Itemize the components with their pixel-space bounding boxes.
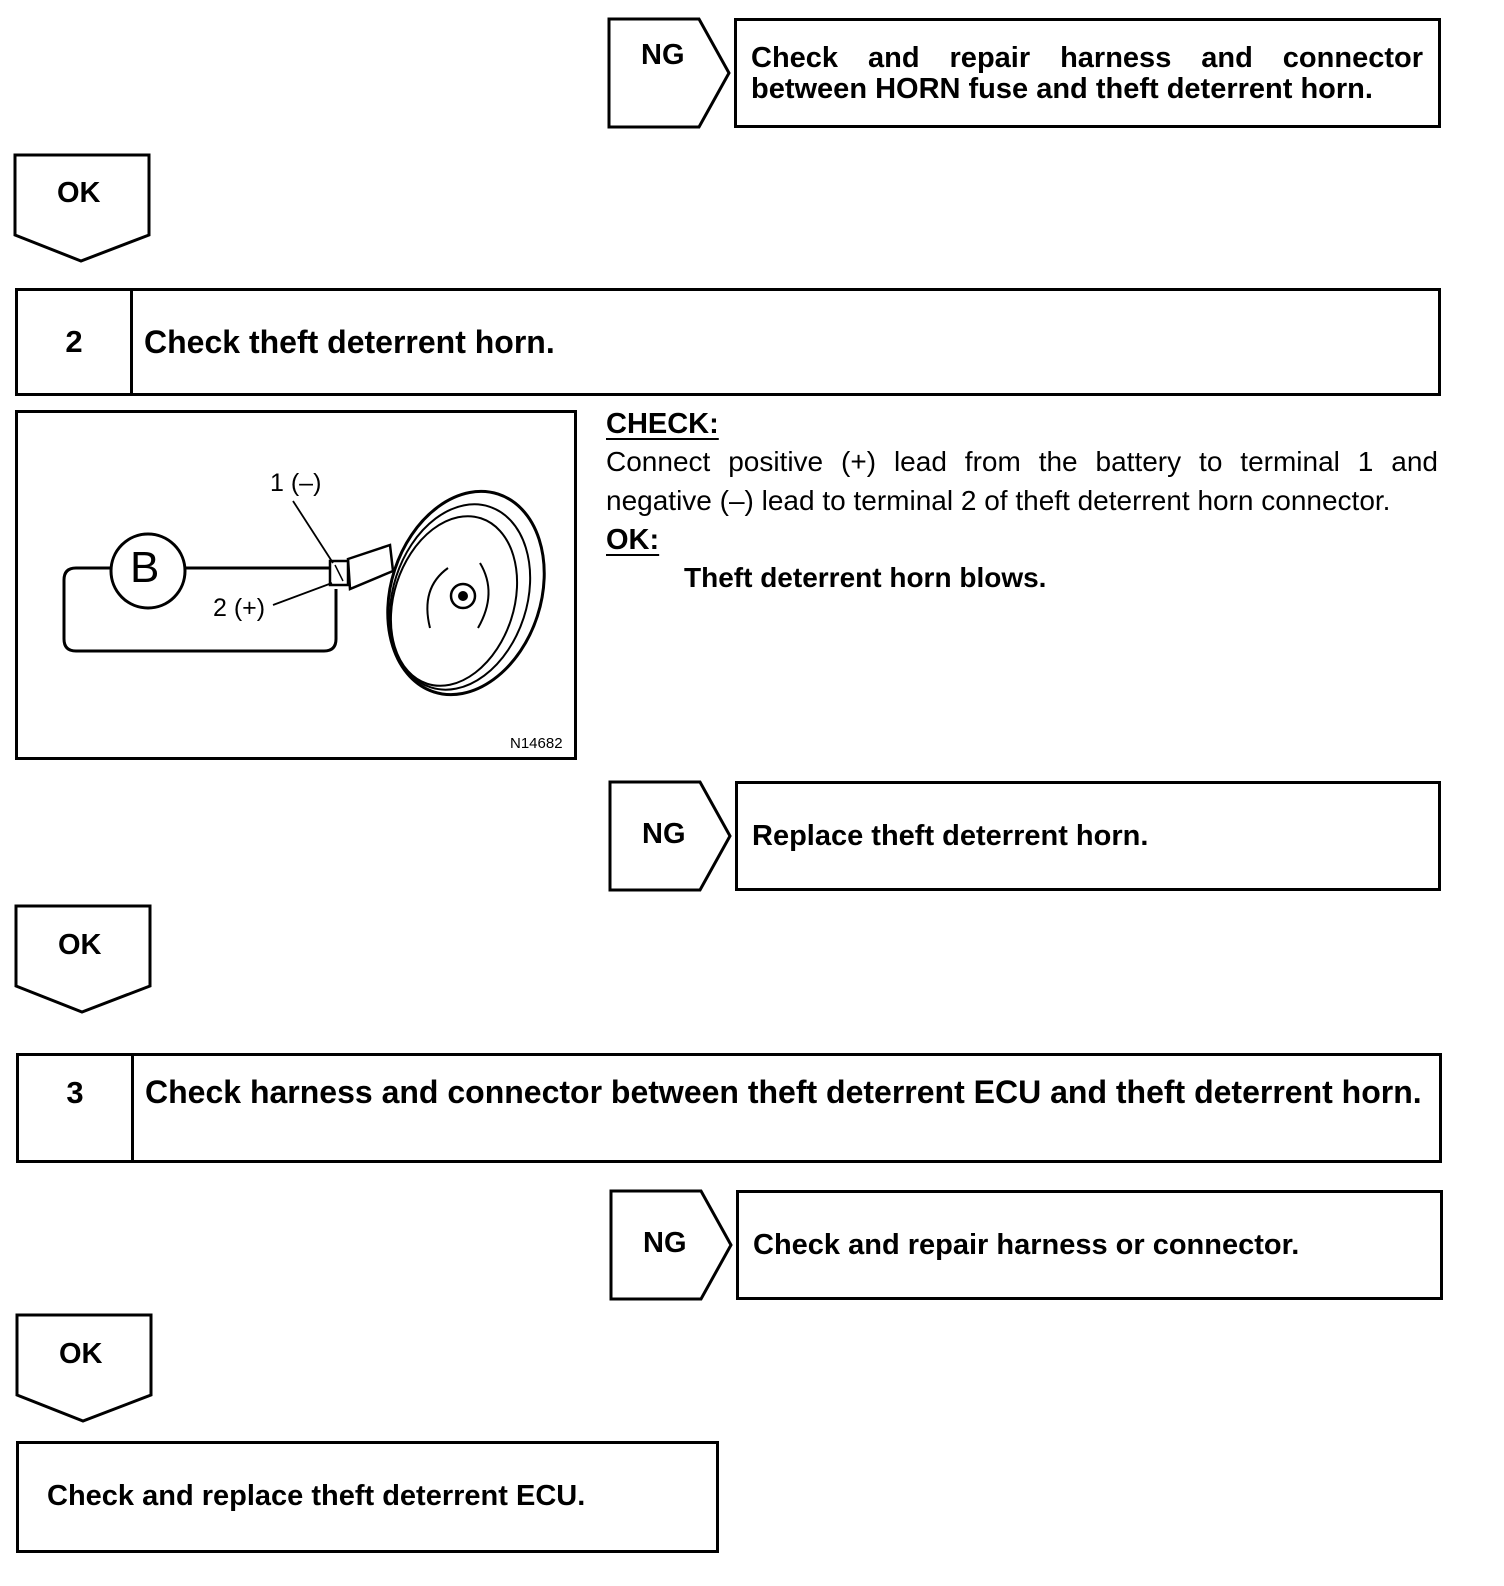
- ok-label: OK: [59, 1338, 103, 1370]
- step-3-header: 3 Check harness and connector between th…: [16, 1053, 1442, 1163]
- terminal-2-label: 2 (+): [213, 594, 266, 622]
- check-section: CHECK: Connect positive (+) lead from th…: [606, 406, 1446, 594]
- ok-label: OK: [57, 177, 101, 209]
- check-text: Connect positive (+) lead from the batte…: [606, 446, 1438, 516]
- ng-arrow-1: NG: [607, 17, 733, 129]
- ng-arrow-3: NG: [609, 1189, 735, 1301]
- ng2-action-text: Replace theft deterrent horn.: [752, 820, 1149, 852]
- terminal-1-label: 1 (–): [270, 469, 322, 497]
- ok-arrow-3: OK: [15, 1313, 155, 1425]
- horn-diagram: [62, 489, 546, 697]
- check-heading: CHECK:: [606, 408, 719, 440]
- ok-heading: OK:: [606, 524, 660, 556]
- ng-label: NG: [641, 39, 685, 71]
- horn-figure: B 1 (–) 2 (+) N14682: [15, 410, 577, 760]
- ng-label: NG: [642, 818, 686, 850]
- final-action-text: Check and replace theft deterrent ECU.: [47, 1480, 586, 1512]
- step-3-title: Check harness and connector between thef…: [145, 1074, 1422, 1110]
- ok-label: OK: [58, 929, 102, 961]
- ok-result: Theft deterrent horn blows.: [684, 562, 1047, 593]
- ng2-action-box: Replace theft deterrent horn.: [735, 781, 1441, 891]
- ng1-action-text: Check and repair harness and connector b…: [751, 42, 1423, 105]
- step-2-title: Check theft deterrent horn.: [144, 324, 555, 360]
- ok-arrow-1: OK: [13, 153, 153, 265]
- step-2-header: 2 Check theft deterrent horn.: [15, 288, 1441, 396]
- step-2-number: 2: [18, 291, 133, 393]
- ok-arrow-2: OK: [14, 904, 154, 1016]
- figure-code: N14682: [510, 735, 563, 752]
- ng-label: NG: [643, 1227, 687, 1259]
- battery-icon: [109, 532, 187, 610]
- step-3-number: 3: [19, 1056, 134, 1160]
- ng1-action-box: Check and repair harness and connector b…: [734, 18, 1441, 128]
- ng3-action-box: Check and repair harness or connector.: [736, 1190, 1443, 1300]
- ng-arrow-2: NG: [608, 780, 734, 892]
- battery-label: B: [130, 543, 160, 592]
- final-action-box: Check and replace theft deterrent ECU.: [16, 1441, 719, 1553]
- ng3-action-text: Check and repair harness or connector.: [753, 1229, 1300, 1261]
